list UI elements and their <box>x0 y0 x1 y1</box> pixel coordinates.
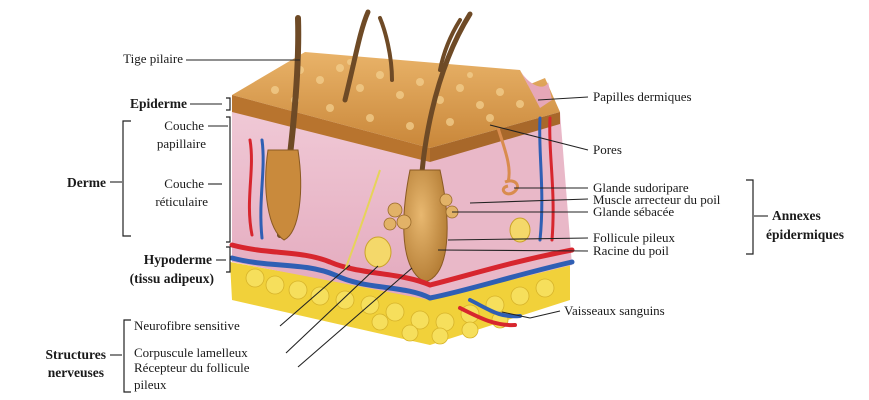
label-nerve-structures-2: nerveuses <box>48 365 104 380</box>
label-sebaceous-gland: Glande sébacée <box>593 204 674 219</box>
label-pores: Pores <box>593 142 622 157</box>
label-epidermal-appendages-2: épidermiques <box>766 227 844 242</box>
label-follicle-receptor-2: pileux <box>134 377 167 392</box>
label-dermis: Derme <box>67 175 106 190</box>
label-hypodermis-1: Hypoderme <box>144 252 212 267</box>
label-papillary-layer-2: papillaire <box>157 136 206 151</box>
label-reticular-layer-2: réticulaire <box>155 194 208 209</box>
label-nerve-structures-1: Structures <box>46 347 107 362</box>
label-follicle-receptor-1: Récepteur du follicule <box>134 360 250 375</box>
label-reticular-layer-1: Couche <box>164 176 204 191</box>
label-hypodermis-2: (tissu adipeux) <box>130 271 214 286</box>
label-hair-shaft: Tige pilaire <box>123 51 183 66</box>
label-papillary-layer-1: Couche <box>164 118 204 133</box>
label-epidermal-appendages-1: Annexes <box>772 208 821 223</box>
label-dermal-papillae: Papilles dermiques <box>593 89 692 104</box>
label-blood-vessels: Vaisseaux sanguins <box>564 303 665 318</box>
label-lamellar-corpuscle: Corpuscule lamelleux <box>134 345 248 360</box>
label-hair-root: Racine du poil <box>593 243 669 258</box>
label-sensory-nerve-fiber: Neurofibre sensitive <box>134 318 240 333</box>
hair-follicle-center <box>404 170 447 282</box>
label-epidermis: Epiderme <box>130 96 187 111</box>
